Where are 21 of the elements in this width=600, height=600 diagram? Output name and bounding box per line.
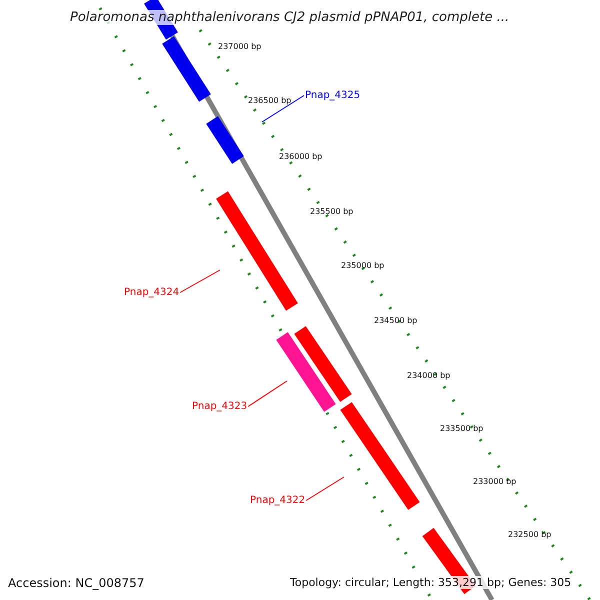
leader-line	[248, 380, 288, 407]
leader-line	[306, 476, 344, 501]
tick-label: 233000 bp	[473, 477, 516, 486]
tick-label: 234000 bp	[407, 371, 450, 380]
leader-line	[180, 270, 220, 293]
gene-label: Pnap_4324	[124, 287, 180, 298]
gene-label: Pnap_4323	[192, 401, 248, 412]
tick-label: 236500 bp	[248, 96, 292, 105]
footer-text: Topology: circular; Length: 353,291 bp; Genes: 305	[290, 576, 572, 589]
gene-label: Pnap_4325	[305, 90, 360, 101]
footer-text: Accession: NC_008757	[8, 576, 144, 590]
tick-label: 235500 bp	[310, 207, 354, 216]
leader-line	[262, 95, 304, 122]
gene-label: Pnap_4322	[250, 495, 306, 506]
tick-label: 234500 bp	[374, 316, 418, 325]
title: Polaromonas naphthalenivorans CJ2 plasmid pPNAP01, complete ...	[70, 10, 510, 25]
tick-label: 235000 bp	[341, 261, 384, 270]
tick-label: 237000 bp	[218, 42, 262, 51]
tick-label: 232500 bp	[508, 530, 552, 539]
tick-label: 233500 bp	[440, 424, 484, 433]
tick-label: 236000 bp	[279, 152, 322, 161]
